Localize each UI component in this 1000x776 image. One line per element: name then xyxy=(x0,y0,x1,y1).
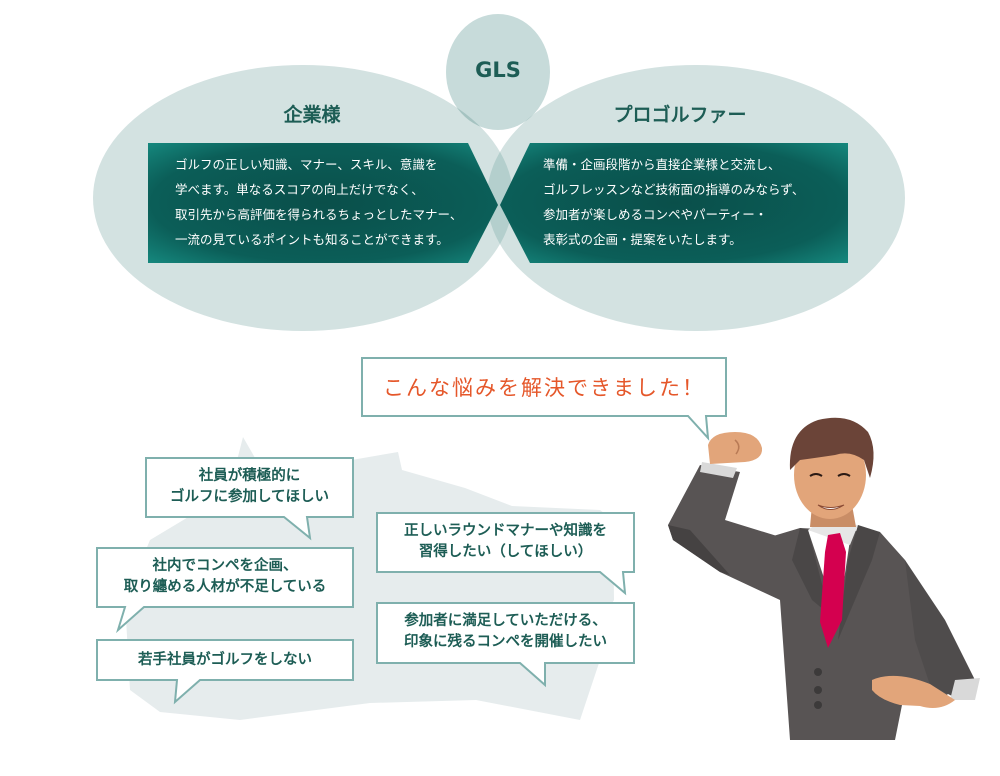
worry-bubble-5 xyxy=(376,602,635,688)
worry-line: ゴルフに参加してほしい xyxy=(169,489,330,505)
worry-text-4: 正しいラウンドマナーや知識を 習得したい（してほしい） xyxy=(377,521,634,563)
businessman-illustration xyxy=(668,417,980,740)
worry-line: 習得したい（してほしい） xyxy=(418,544,593,560)
left-description-line: ゴルフの正しい知識、マナー、スキル、意識を xyxy=(175,157,438,172)
worry-bubble-1 xyxy=(145,457,354,541)
right-description-text: 準備・企画段階から直接企業様と交流し、 ゴルフレッスンなど技術面の指導のみならず… xyxy=(543,152,804,252)
worry-line: 若手社員がゴルフをしない xyxy=(138,652,312,668)
worry-text-3: 若手社員がゴルフをしない xyxy=(97,650,353,671)
right-description-line: ゴルフレッスンなど技術面の指導のみならず、 xyxy=(543,182,805,197)
left-description-line: 取引先から高評価を得られるちょっとしたマナー、 xyxy=(175,207,463,222)
right-description-box xyxy=(500,143,848,263)
left-description-text: ゴルフの正しい知識、マナー、スキル、意識を 学べます。単なるスコアの向上だけでな… xyxy=(175,152,462,252)
worry-line: 正しいラウンドマナーや知識を xyxy=(404,523,607,539)
worry-line: 取り纏める人材が不足している xyxy=(123,579,327,595)
right-description-line: 参加者が楽しめるコンペやパーティー・ xyxy=(543,207,768,222)
right-description-line: 表彰式の企画・提案をいたします。 xyxy=(543,232,742,247)
worry-bubble-3 xyxy=(96,639,354,705)
worry-line: 参加者に満足していただける、 xyxy=(404,613,607,629)
venn-circle-top xyxy=(446,14,550,130)
right-description-line: 準備・企画段階から直接企業様と交流し、 xyxy=(543,157,781,172)
left-description-line: 一流の見ているポイントも知ることができます。 xyxy=(175,232,449,247)
worry-line: 社内でコンペを企画、 xyxy=(152,558,298,574)
worry-line: 社員が積極的に xyxy=(198,468,301,484)
venn-right-title: プロゴルファー xyxy=(613,104,747,126)
main-callout-text: こんな悩みを解決できました！ xyxy=(383,376,705,400)
venn-left-title: 企業様 xyxy=(283,104,341,126)
left-description-box xyxy=(148,143,498,263)
worry-line: 印象に残るコンペを開催したい xyxy=(404,634,607,650)
worry-text-2: 社内でコンペを企画、 取り纏める人材が不足している xyxy=(97,556,353,598)
venn-center-label: GLS xyxy=(475,58,521,82)
worry-text-5: 参加者に満足していただける、 印象に残るコンペを開催したい xyxy=(377,611,634,653)
worry-bubble-2 xyxy=(96,547,354,634)
main-callout-bubble xyxy=(361,357,727,441)
left-description-line: 学べます。単なるスコアの向上だけでなく、 xyxy=(175,182,424,197)
worry-text-1: 社員が積極的に ゴルフに参加してほしい xyxy=(146,466,353,508)
worry-bubble-4 xyxy=(376,512,635,596)
